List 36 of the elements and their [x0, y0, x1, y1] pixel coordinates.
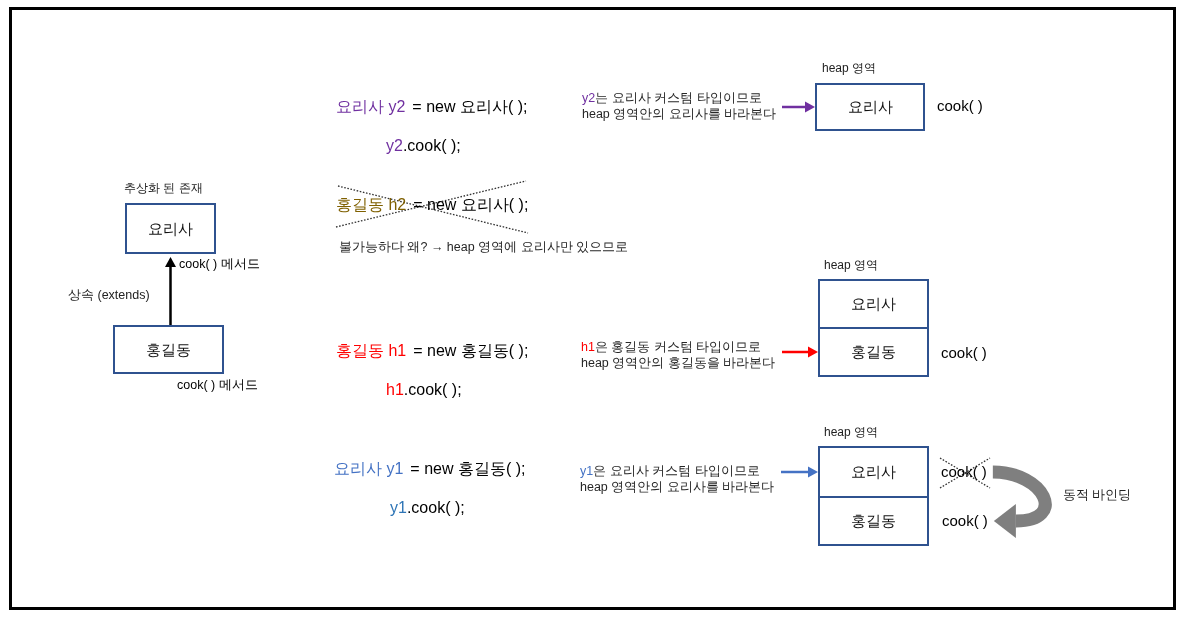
heading-text: 추상화 된 존재 — [124, 181, 203, 196]
edge-label: 상속 (extends) — [67, 287, 151, 303]
edge-label: 동적 바인딩 — [1062, 487, 1133, 503]
class-name: 요리사 — [851, 463, 896, 481]
arrow — [781, 466, 818, 478]
code-line: 홍길동 h1 = new 홍길동( ); — [336, 341, 529, 361]
code-line: y1.cook( ); — [390, 498, 465, 518]
class-name: 홍길동 — [851, 512, 896, 530]
code-line: 요리사 y1 = new 홍길동( ); — [334, 459, 526, 479]
class-name: 홍길동 — [146, 340, 191, 359]
arrow — [165, 257, 176, 325]
curved-arrow — [992, 465, 1052, 538]
class-name: 요리사 — [847, 98, 893, 116]
arrow — [782, 101, 815, 113]
class-box — [818, 496, 929, 546]
arrow — [782, 346, 818, 358]
code-line: 홍길동 h2 = new 요리사( ); — [336, 195, 529, 215]
class-name: 홍길동 — [851, 343, 896, 361]
method-text: cook( ) — [941, 344, 987, 362]
heading-text: heap 영역 — [824, 258, 879, 273]
method-text: cook( ) — [941, 463, 987, 481]
remark-text: 불가능하다 왜? → heap 영역에 요리사만 있으므로 — [339, 239, 629, 255]
note-text: y1은 요리사 커스텀 타입이므로 heap 영역안의 요리사를 바라본다 — [580, 464, 779, 495]
method-text: cook( ) 메서드 — [177, 378, 258, 393]
method-text: cook( ) 메서드 — [179, 257, 260, 272]
heading-text: heap 영역 — [824, 425, 879, 440]
note-text: h1은 홍길동 커스텀 타입이므로 heap 영역안의 홍길동을 바라본다 — [581, 340, 780, 371]
class-name: 요리사 — [148, 219, 193, 238]
method-text: cook( ) — [937, 97, 983, 115]
method-text: cook( ) — [942, 512, 988, 530]
code-line: y2.cook( ); — [386, 136, 461, 156]
note-text: y2는 요리사 커스텀 타입이므로 heap 영역안의 요리사를 바라본다 — [582, 91, 780, 122]
heading-text: heap 영역 — [822, 61, 877, 76]
class-name: 요리사 — [851, 295, 896, 313]
code-line: 요리사 y2 = new 요리사( ); — [336, 97, 528, 117]
code-line: h1.cook( ); — [386, 380, 462, 400]
